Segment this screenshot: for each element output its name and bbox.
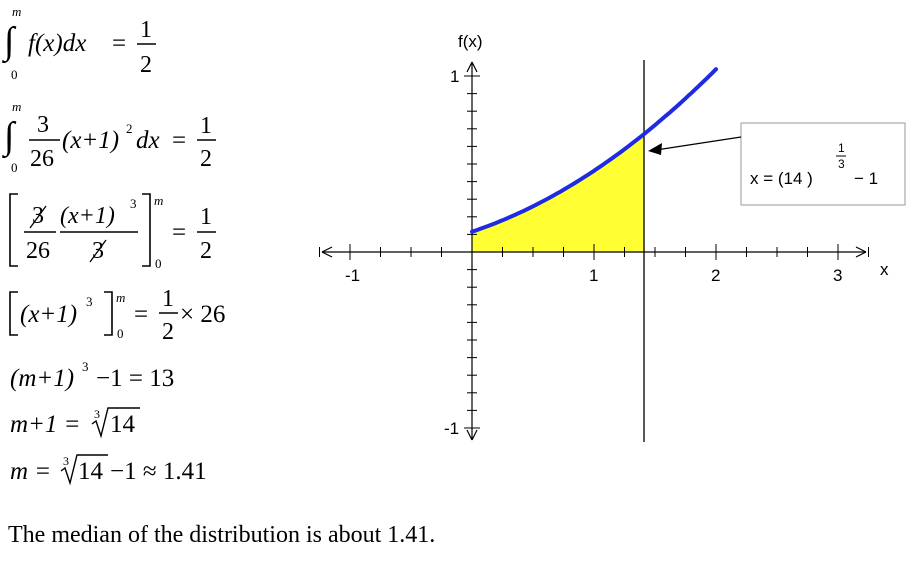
exponent: 3 (130, 196, 137, 211)
right-bracket (104, 291, 113, 336)
differential: dx (136, 127, 160, 154)
y-axis-label: f(x) (458, 32, 483, 51)
root-index: 3 (94, 407, 100, 421)
bracket-content: (x+1) (20, 301, 77, 328)
left-bracket (9, 291, 18, 336)
cancel-stroke (89, 239, 107, 263)
equals-sign: = (172, 127, 186, 154)
integrand: f(x)dx (28, 30, 86, 57)
right-bracket (142, 193, 151, 267)
conclusion-sentence: The median of the distribution is about … (8, 522, 436, 548)
radical-sign (60, 454, 108, 486)
x-tick-label: 2 (711, 266, 720, 285)
expression-lhs: m+1 = (10, 411, 81, 438)
expression-rest: −1 = 13 (96, 365, 174, 392)
integral-lower-limit: 0 (11, 67, 18, 82)
fraction-denominator: 2 (200, 146, 212, 172)
equals-sign: = (172, 219, 186, 246)
fraction-numerator: 1 (200, 204, 212, 230)
derivation-line-1: m ∫ 0 f(x)dx = 1 2 (2, 4, 156, 82)
x-tick-label: 1 (589, 266, 598, 285)
coefficient-numerator: 3 (37, 112, 49, 138)
x-axis-label: x (880, 260, 889, 279)
left-bracket (9, 193, 18, 267)
callout-arrow-line (655, 136, 742, 151)
integral-lower-limit: 0 (11, 160, 18, 175)
derivation-line-7: m = 3 14 −1 ≈ 1.41 (10, 454, 207, 486)
bracket-upper-limit: m (154, 193, 163, 208)
fraction-numerator: 1 (140, 17, 152, 43)
callout-exponent-denominator: 3 (838, 157, 845, 171)
derivation-line-4: (x+1) 3 m 0 = 1 2 × 26 (9, 286, 225, 345)
tick-labels: -1 1 2 3 1 -1 (345, 67, 842, 438)
callout-exponent-numerator: 1 (838, 141, 845, 155)
integrand: (x+1) (62, 127, 119, 154)
expression-lhs: m = (10, 458, 51, 485)
callout-arrow-head (648, 143, 662, 155)
coefficient-denominator: 26 (30, 146, 54, 172)
axes (319, 61, 869, 441)
callout-box (740, 122, 906, 206)
fraction-numerator: 1 (200, 113, 212, 139)
radicand: 14 (78, 458, 104, 485)
integral-upper-limit: m (12, 4, 21, 19)
times-26: × 26 (180, 301, 225, 328)
exponent: 2 (126, 121, 133, 136)
y-axis-arrow-top (466, 61, 478, 73)
pdf-curve (470, 67, 718, 234)
bracket-upper-limit: m (116, 290, 125, 305)
expression-base: (m+1) (10, 365, 74, 392)
fraction-denominator: 2 (162, 319, 174, 345)
bracket-lower-limit: 0 (155, 256, 162, 271)
x-tick-label: -1 (345, 266, 360, 285)
fraction-numerator: 1 (162, 286, 174, 312)
derivation-line-2: m ∫ 0 3 26 (x+1) 2 dx = 1 2 (2, 99, 216, 175)
exponent: 3 (86, 294, 93, 309)
fraction-numerator: (x+1) (60, 203, 115, 229)
x-axis-arrow-left (321, 246, 333, 258)
x-axis-arrow-right (855, 246, 867, 258)
expression-tail: −1 ≈ 1.41 (110, 458, 207, 485)
radical-sign (91, 407, 140, 439)
exponent: 3 (82, 359, 89, 374)
derivation-line-6: m+1 = 3 14 (10, 407, 140, 439)
fraction-denominator: 26 (26, 238, 50, 264)
callout-suffix: − 1 (854, 169, 878, 188)
derivation-line-3: 3 26 (x+1) 3 3 m 0 = 1 2 (9, 193, 216, 271)
integral-upper-limit: m (12, 99, 21, 114)
fraction-denominator: 2 (200, 238, 212, 264)
integral-sign: ∫ (2, 20, 17, 64)
bracket-lower-limit: 0 (117, 326, 124, 341)
integral-sign: ∫ (2, 115, 17, 159)
pdf-graph: -1 1 2 3 1 -1 f(x) x x = (14 ) 1 3 − 1 (319, 32, 906, 442)
y-tick-label: 1 (450, 67, 459, 86)
radicand: 14 (110, 411, 136, 438)
equals-sign: = (134, 301, 148, 328)
y-axis-arrow-bottom (466, 429, 478, 441)
curve-layer (470, 60, 718, 442)
derivation-line-5: (m+1) 3 −1 = 13 (10, 359, 174, 392)
callout-expression: x = (14 ) (750, 169, 813, 188)
cancel-stroke (29, 205, 47, 229)
derivation-steps: m ∫ 0 f(x)dx = 1 2 m ∫ 0 3 26 (x+1) 2 dx… (2, 4, 225, 486)
x-tick-label: 3 (833, 266, 842, 285)
median-callout: x = (14 ) 1 3 − 1 (648, 122, 906, 206)
y-tick-label: -1 (444, 419, 459, 438)
root-index: 3 (63, 454, 69, 468)
equals-sign: = (112, 30, 126, 57)
fraction-denominator: 2 (140, 52, 152, 78)
